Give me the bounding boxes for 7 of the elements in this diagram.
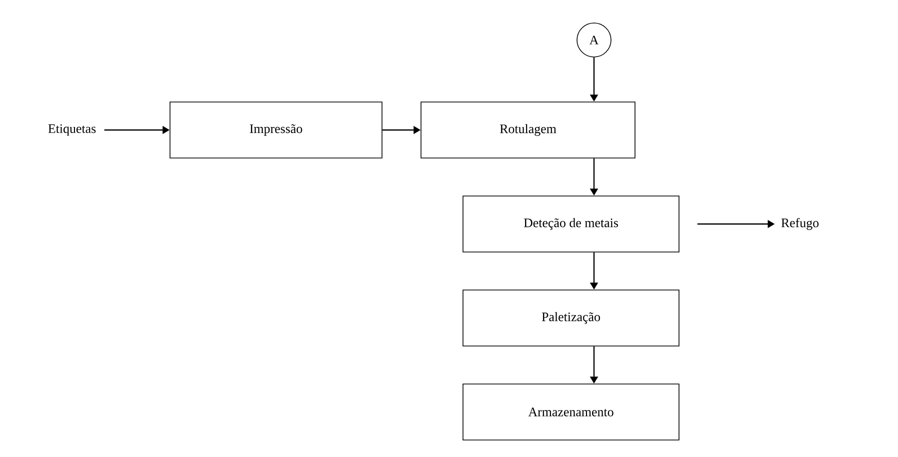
process-box: Armazenamento bbox=[462, 384, 680, 440]
process-box: Deteção de metais bbox=[462, 196, 680, 252]
process-box: Paletização bbox=[462, 290, 680, 346]
text-label: Etiquetas bbox=[48, 124, 96, 136]
process-box: Impressão bbox=[170, 102, 382, 158]
text-label: Refugo bbox=[781, 218, 819, 230]
process-box: Rotulagem bbox=[420, 102, 636, 158]
